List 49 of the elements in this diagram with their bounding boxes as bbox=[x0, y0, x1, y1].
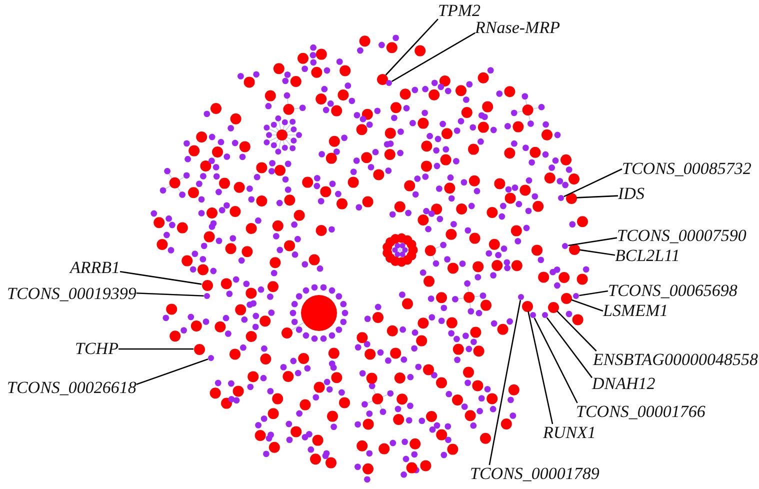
leader-line bbox=[546, 317, 593, 378]
node-label: TCONS_00001766 bbox=[576, 403, 706, 421]
leader-line bbox=[136, 292, 204, 297]
node-label: RNase-MRP bbox=[475, 18, 560, 36]
node-label: ENSBTAG00000048558 bbox=[593, 351, 758, 369]
network-node bbox=[194, 344, 204, 354]
leader-line bbox=[570, 299, 604, 312]
network-node bbox=[204, 292, 210, 300]
node-label: LSMEM1 bbox=[603, 302, 668, 320]
node-label: TCONS_00065698 bbox=[608, 282, 738, 300]
network-node bbox=[548, 302, 558, 312]
node-label: TCONS_00026618 bbox=[7, 379, 136, 397]
leader-line bbox=[488, 300, 522, 466]
network-node bbox=[202, 280, 212, 290]
node-label: TCONS_00085732 bbox=[622, 160, 752, 178]
leader-line bbox=[564, 168, 622, 198]
node-label: BCL2L11 bbox=[615, 247, 680, 265]
leader-line bbox=[136, 358, 208, 386]
leader-line bbox=[576, 195, 618, 198]
leader-line bbox=[556, 310, 597, 352]
network-node bbox=[560, 292, 572, 304]
node-label: RUNX1 bbox=[543, 424, 596, 442]
leader-line bbox=[528, 311, 554, 424]
node-label: TPM2 bbox=[438, 2, 480, 20]
leader-line bbox=[534, 318, 578, 404]
network-node bbox=[208, 354, 214, 362]
node-label: TCHP bbox=[75, 340, 118, 358]
leader-line bbox=[579, 290, 608, 296]
leader-line bbox=[120, 270, 202, 285]
node-label: IDS bbox=[618, 185, 644, 203]
network-node bbox=[376, 74, 388, 84]
node-label: TCONS_00007590 bbox=[617, 227, 746, 245]
node-label: DNAH12 bbox=[592, 375, 656, 393]
leader-line bbox=[385, 18, 438, 76]
node-label: TCONS_00001789 bbox=[470, 465, 600, 483]
network-node bbox=[530, 312, 536, 318]
network-node bbox=[572, 292, 580, 300]
network-node bbox=[522, 300, 532, 312]
leader-line bbox=[391, 32, 476, 82]
network-node bbox=[562, 242, 568, 250]
leader-line bbox=[118, 348, 194, 350]
network-node bbox=[518, 294, 524, 300]
node-label: ARRB1 bbox=[70, 259, 120, 277]
leader-line bbox=[579, 249, 616, 256]
network-node bbox=[558, 194, 564, 202]
leader-line bbox=[568, 237, 618, 246]
node-label: TCONS_00019399 bbox=[7, 285, 136, 303]
network-node bbox=[566, 192, 576, 204]
network-node bbox=[542, 312, 548, 318]
